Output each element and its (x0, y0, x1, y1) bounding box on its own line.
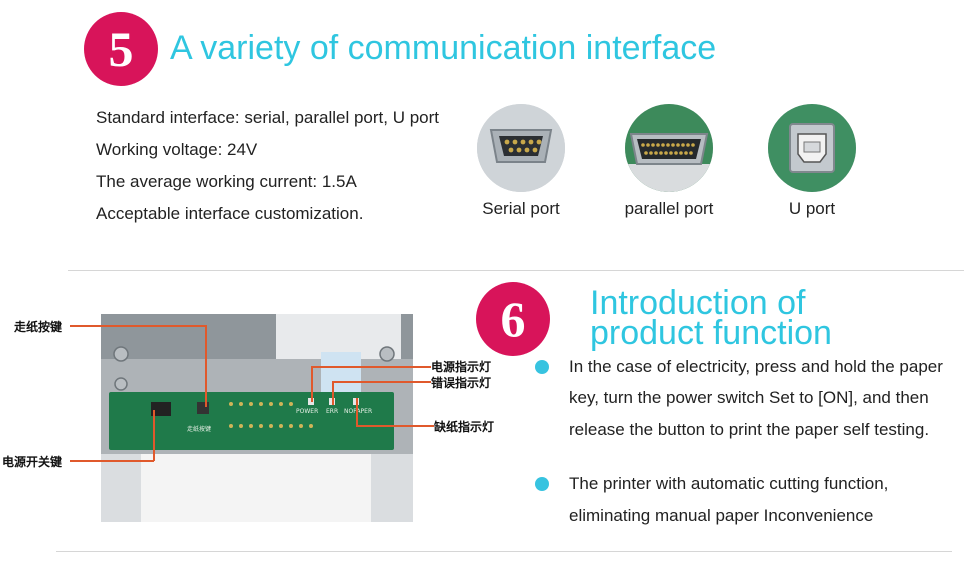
leader-error-led-h (332, 381, 431, 383)
usb-port-icon (768, 104, 856, 192)
feature-paper-self-test-line-3: release the button to print the paper se… (569, 420, 930, 439)
feature-auto-cutting-line-1: The printer with automatic cutting funct… (569, 474, 889, 493)
board-silkscreen-nopaper: NOPAPER (344, 408, 373, 415)
spec-working-voltage: Working voltage: 24V (96, 140, 258, 159)
spec-standard-interface: Standard interface: serial, parallel por… (96, 108, 440, 127)
feature-paper-self-test-line-2: key, turn the power switch Set to [ON], … (569, 388, 929, 407)
leader-paper-out-led-h (356, 425, 434, 427)
callout-feed-key: 走纸按键 (14, 320, 63, 334)
leader-paper-out-led-v (356, 398, 358, 426)
feature-paper-self-test-line-1: In the case of electricity, press and ho… (569, 357, 943, 376)
leader-feed-key-h (70, 325, 206, 327)
board-silkscreen-feed: 走纸按键 (187, 426, 212, 433)
bullet-dot-2 (535, 477, 549, 491)
section-divider-bottom (56, 551, 952, 552)
board-silkscreen-power: POWER (296, 408, 319, 415)
leader-error-led-v (332, 381, 334, 405)
feature-auto-cutting-line-2: eliminating manual paper Inconvenience (569, 506, 874, 525)
leader-feed-key-v (205, 325, 207, 407)
port-serial-label: Serial port (482, 199, 560, 218)
leader-power-led-h (311, 366, 431, 368)
callout-error-led: 错误指示灯 (431, 376, 492, 390)
spec-customization: Acceptable interface customization. (96, 204, 364, 223)
board-silkscreen-err: ERR (326, 408, 339, 415)
port-serial: Serial port (466, 104, 576, 219)
section-divider-top (68, 270, 964, 271)
section-6-title-line-1: Introduction of (590, 284, 806, 322)
section-6-number-badge: 6 (476, 282, 550, 356)
leader-power-led-v (311, 366, 313, 402)
leader-power-switch-v (153, 410, 155, 461)
callout-power-switch: 电源开关键 (2, 455, 63, 469)
port-usb: U port (757, 104, 867, 219)
port-parallel-label: parallel port (624, 199, 714, 218)
section-5-title: A variety of communication interface (170, 29, 717, 67)
callout-power-led: 电源指示灯 (431, 360, 492, 374)
port-usb-label: U port (788, 199, 836, 218)
leader-power-switch-h (70, 460, 154, 462)
printer-control-board-photo: 走纸按键 POWER ERR NOPAPER (101, 314, 413, 522)
bullet-dot-1 (535, 360, 549, 374)
section-5-number-badge: 5 (84, 12, 158, 86)
section-6-title-line-2: product function (590, 314, 832, 352)
serial-port-icon (477, 104, 565, 192)
parallel-port-icon (625, 104, 713, 192)
port-parallel: parallel port (614, 104, 724, 219)
callout-paper-out-led: 缺纸指示灯 (434, 420, 495, 434)
spec-working-current: The average working current: 1.5A (96, 172, 357, 191)
